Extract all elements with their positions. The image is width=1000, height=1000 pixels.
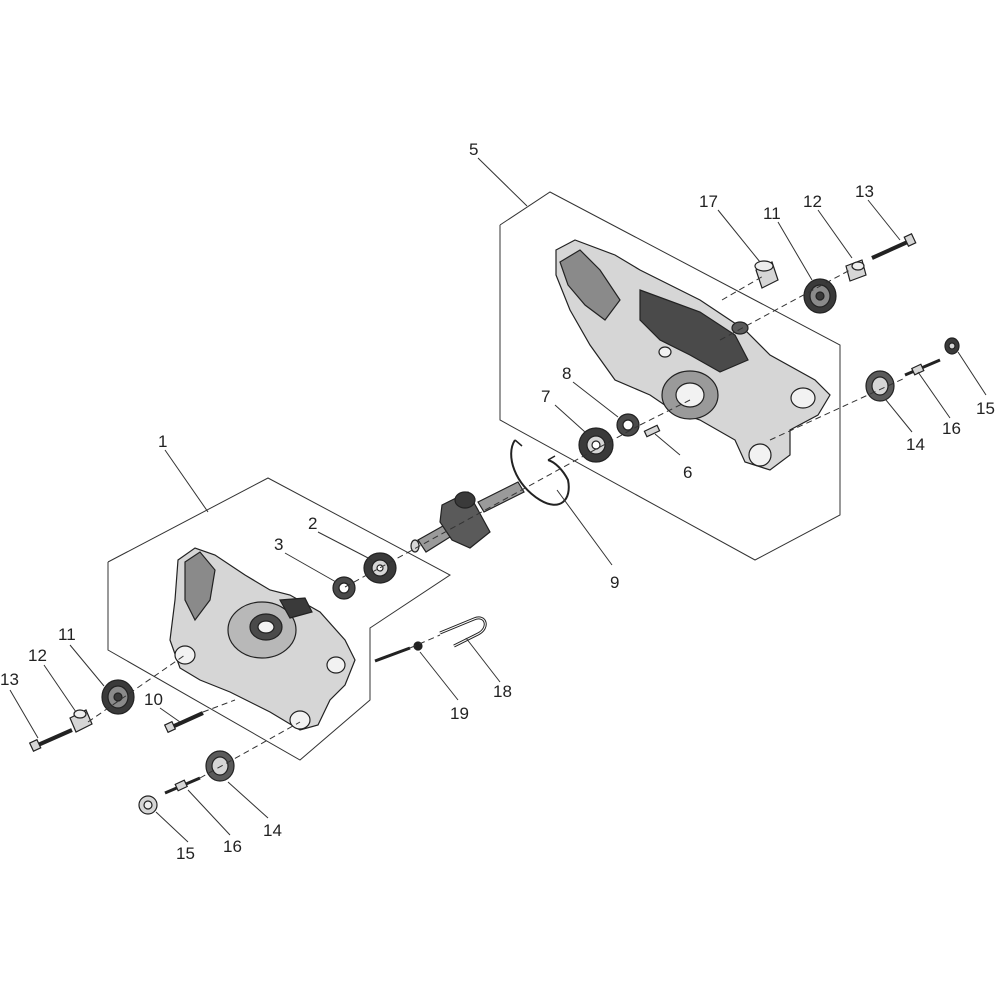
leader-11-left (69, 644, 105, 687)
label-part-14-left: 14 (263, 821, 282, 840)
label-part-15-right: 15 (976, 399, 995, 418)
bearing-2 (363, 552, 397, 584)
axis-av-right (769, 377, 906, 441)
label-part-6: 6 (683, 463, 692, 482)
screw-19 (374, 641, 423, 663)
screw-13-right (871, 232, 917, 260)
axis-spacer-17 (721, 274, 766, 301)
leader-5 (477, 157, 528, 207)
cap-15-right (944, 337, 960, 355)
leader-15-right (957, 351, 987, 396)
bearing-7 (578, 427, 614, 463)
sleeve-12-right (845, 259, 867, 282)
label-part-16-left: 16 (223, 837, 242, 856)
label-part-3: 3 (274, 535, 283, 554)
right-crankcase-frame (499, 191, 841, 561)
leader-14-right (885, 399, 913, 433)
label-part-10: 10 (144, 690, 163, 709)
crankshaft (410, 481, 525, 553)
dowel-pin-6 (643, 424, 661, 438)
leader-3 (284, 552, 337, 583)
label-part-18: 18 (493, 682, 512, 701)
axis-screw-19 (409, 634, 441, 649)
sleeve-12-left (69, 709, 93, 733)
label-part-11-left: 11 (58, 625, 76, 644)
label-part-13-right: 13 (855, 182, 874, 201)
axis-av-left-top (87, 654, 186, 723)
stud-16-right (904, 358, 941, 377)
label-part-15-left: 15 (176, 844, 195, 863)
av-buffer-11-right (803, 278, 837, 314)
leader-16-left (187, 789, 231, 836)
screw-10 (163, 711, 204, 734)
av-buffer-11-left (101, 679, 135, 715)
leader-19 (419, 651, 459, 701)
stud-16-left (164, 776, 201, 795)
av-buffer-14-left (205, 750, 235, 782)
left-crankcase-half (169, 547, 356, 731)
right-crankcase-half (555, 239, 831, 471)
label-part-19: 19 (450, 704, 469, 723)
screw-13-left (28, 728, 73, 753)
leader-2 (317, 531, 373, 561)
label-part-8: 8 (562, 364, 571, 383)
label-part-17: 17 (699, 192, 718, 211)
leader-15-left (155, 811, 189, 843)
leader-14-left (227, 781, 269, 819)
retainer-ring (510, 439, 570, 506)
label-part-5: 5 (469, 140, 478, 159)
leader-18 (465, 637, 501, 683)
label-part-13-left: 13 (0, 670, 19, 689)
axis-screw-10 (202, 699, 236, 713)
label-part-16-right: 16 (942, 419, 961, 438)
label-part-7: 7 (541, 387, 550, 406)
axis-av-left-bottom (199, 721, 301, 779)
leader-13-left (9, 689, 39, 739)
retainer-ring-tab (514, 439, 556, 461)
seal-3 (332, 576, 356, 600)
leader-6 (654, 433, 681, 456)
av-buffer-14-right (865, 370, 895, 402)
axis-crankshaft (344, 424, 641, 588)
label-part-1: 1 (158, 432, 167, 451)
label-part-9: 9 (610, 573, 619, 592)
leader-9 (556, 489, 613, 566)
leader-12-left (43, 664, 77, 713)
axis-av-top-right (719, 269, 851, 341)
seal-8 (616, 413, 640, 437)
leader-8 (572, 381, 619, 418)
u-clip-18-inner (439, 617, 486, 647)
leader-1 (164, 449, 209, 513)
spacer-17 (754, 260, 779, 289)
leader-11-right (777, 221, 813, 281)
leader-16-right (917, 371, 951, 419)
leader-7 (554, 404, 586, 433)
label-part-12-right: 12 (803, 192, 822, 211)
leader-13-right (867, 199, 901, 241)
left-crankcase-frame (107, 477, 451, 761)
label-part-14-right: 14 (906, 435, 925, 454)
leader-12-right (817, 209, 853, 259)
label-part-12-left: 12 (28, 646, 47, 665)
leader-10 (159, 707, 181, 723)
label-part-11-right: 11 (763, 204, 781, 223)
cap-15-left (138, 795, 158, 815)
leader-17 (717, 209, 761, 263)
label-part-2: 2 (308, 514, 317, 533)
